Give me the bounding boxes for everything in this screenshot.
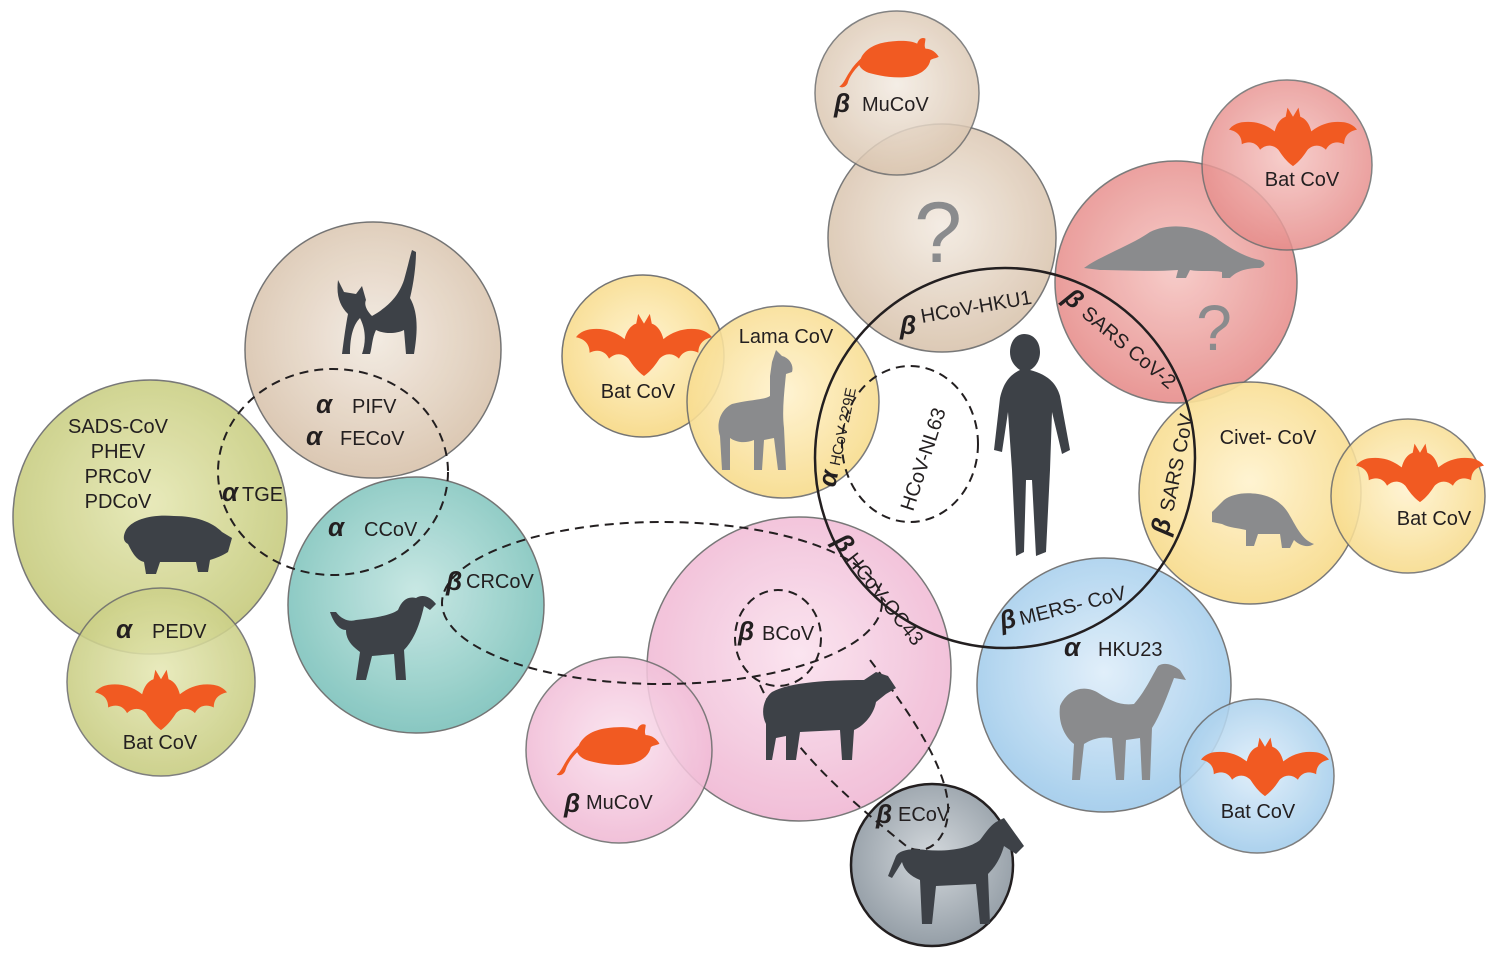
mucov-top-beta: β: [833, 88, 850, 118]
dog-alpha: α: [328, 512, 346, 542]
bcov-beta: β: [737, 616, 754, 646]
mucov-bottom-beta: β: [563, 788, 580, 818]
pangolin-question-mark: ?: [1196, 292, 1232, 364]
cat-pifv-label: PIFV: [352, 396, 397, 418]
bat-left-label: Bat CoV: [123, 732, 198, 754]
bat-bottom-right-label: Bat CoV: [1221, 801, 1296, 823]
hku1-beta: β: [899, 310, 916, 340]
bat-lama-label: Bat CoV: [601, 381, 676, 403]
cat-fecov-label: FECoV: [340, 428, 405, 450]
pedv-label: PEDV: [152, 621, 207, 643]
bat-top-right-bubble: [1202, 80, 1372, 250]
pedv-alpha: α: [116, 614, 134, 644]
cat-alpha-1: α: [316, 389, 334, 419]
crcov-label: CRCoV: [466, 571, 534, 593]
tge-alpha: α: [222, 477, 240, 507]
mucov-bottom-label: MuCoV: [586, 792, 653, 814]
bat-far-right-label: Bat CoV: [1397, 508, 1472, 530]
tge-label: TGE: [242, 484, 283, 506]
human-icon: [994, 334, 1070, 556]
hku23-label: HKU23: [1098, 639, 1162, 661]
bcov-label: BCoV: [762, 623, 815, 645]
hku23-alpha: α: [1064, 632, 1082, 662]
bat-top-right-label: Bat CoV: [1265, 169, 1340, 191]
civet-label: Civet- CoV: [1220, 427, 1317, 449]
cat-alpha-2: α: [306, 421, 324, 451]
pig-virus-4: PDCoV: [85, 491, 152, 513]
pig-virus-1: SADS-CoV: [68, 416, 169, 438]
hcovnl63-label: HCoV-NL63: [897, 405, 951, 513]
ecov-label: ECoV: [898, 804, 951, 826]
bat-far-right-bubble: [1331, 419, 1485, 573]
crcov-beta: β: [445, 566, 462, 596]
lama-label: Lama CoV: [739, 326, 834, 348]
unknown-question-mark: ?: [914, 185, 962, 281]
dog-ccov-label: CCoV: [364, 519, 418, 541]
ecov-beta: β: [875, 799, 892, 829]
mucov-top-label: MuCoV: [862, 94, 929, 116]
pig-virus-3: PRCoV: [85, 466, 152, 488]
pig-virus-2: PHEV: [91, 441, 146, 463]
